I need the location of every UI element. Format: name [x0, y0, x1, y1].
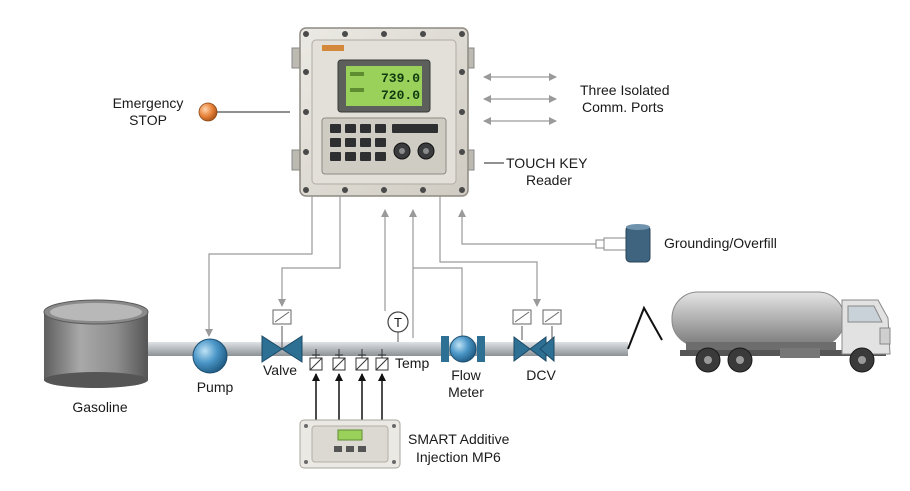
emergency-stop-label-1: Emergency [113, 95, 184, 111]
flow-meter-label-2: Meter [448, 384, 484, 400]
tanker-truck [671, 291, 891, 373]
gasoline-tank [43, 299, 149, 388]
controller-unit: 739.0 720.0 [291, 27, 475, 197]
additive-injectors [309, 349, 389, 371]
comm-port-arrows [483, 73, 557, 125]
controller-keypad [330, 124, 438, 161]
grounding-label: Grounding/Overfill [664, 235, 777, 251]
valve-label: Valve [263, 362, 297, 378]
touch-key-label-1: TOUCH KEY [506, 155, 588, 171]
flow-meter-label-1: Flow [451, 367, 481, 383]
pump-icon [192, 338, 228, 374]
smart-additive-label-1: SMART Additive [408, 431, 510, 447]
emergency-stop-label-2: STOP [129, 112, 167, 128]
signal-lines [205, 196, 596, 338]
temp-symbol: T [394, 315, 402, 330]
lcd-line-2: 720.0 [381, 88, 420, 103]
loading-arm [627, 305, 663, 350]
controller-knobs [393, 142, 435, 160]
temp-label: Temp [395, 355, 429, 371]
smart-additive-label-2: Injection MP6 [416, 449, 501, 465]
emergency-stop [198, 102, 290, 122]
grounding-overfill-sensor [595, 224, 651, 263]
flow-meter-icon [441, 335, 485, 363]
additive-feed-arrows [312, 373, 386, 420]
dcv-valves-icon [512, 309, 562, 363]
comm-ports-label-2: Comm. Ports [582, 99, 664, 115]
control-valve-icon [261, 309, 303, 363]
gasoline-label: Gasoline [72, 399, 127, 415]
touch-key-label-2: Reader [526, 172, 572, 188]
lcd-line-1: 739.0 [381, 71, 420, 86]
pump-label: Pump [197, 379, 234, 395]
temperature-sensor [387, 311, 409, 342]
smart-additive-unit [299, 419, 401, 469]
dcv-label: DCV [526, 367, 556, 383]
emergency-stop-icon [198, 102, 218, 122]
comm-ports-label-1: Three Isolated [580, 82, 670, 98]
